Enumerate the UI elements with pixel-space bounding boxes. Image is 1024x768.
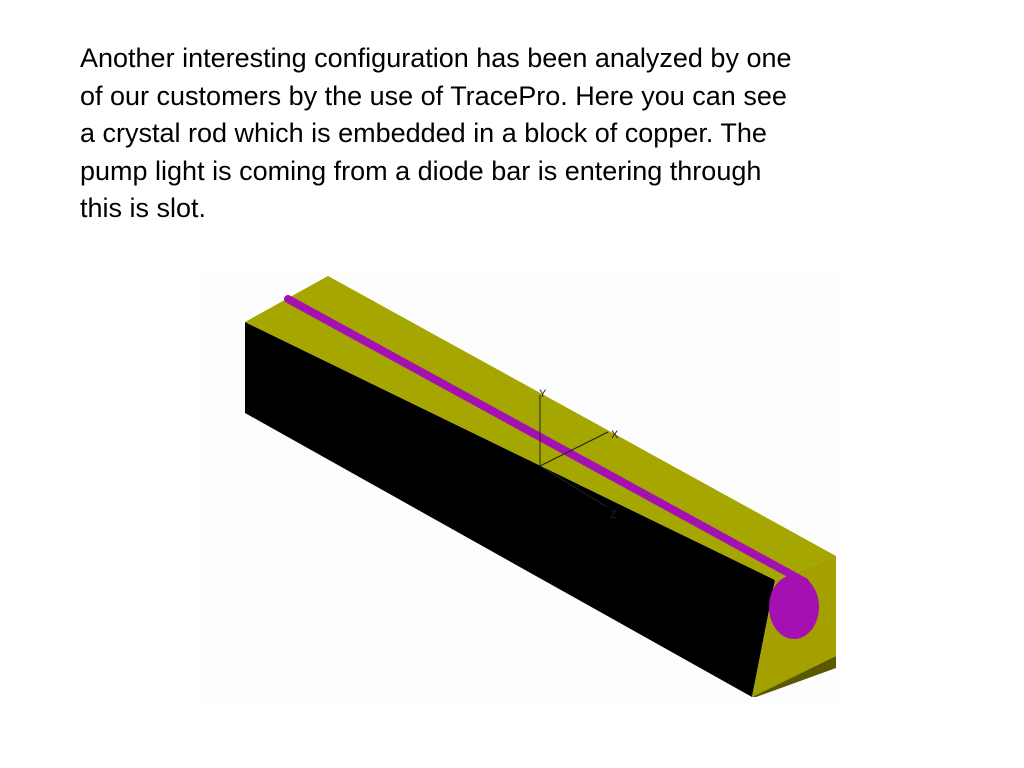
- block-top-face: [245, 276, 836, 580]
- text-line: this is slot.: [80, 193, 207, 223]
- text-line: a crystal rod which is embedded in a blo…: [80, 118, 767, 148]
- block-end-face-shade: [752, 656, 836, 697]
- x-axis: [539, 431, 609, 467]
- x-axis-label: X: [611, 429, 619, 441]
- slide-body-text: Another interesting configuration has be…: [80, 40, 940, 228]
- z-axis-label: Z: [610, 509, 617, 521]
- block-end-face: [752, 556, 836, 697]
- crystal-rod: [284, 295, 809, 586]
- coordinate-axes: [539, 395, 609, 508]
- crystal-rod-end: [769, 575, 819, 639]
- text-line: Another interesting configuration has be…: [80, 43, 792, 73]
- y-axis-label: Y: [539, 388, 547, 400]
- block-front-face: [245, 322, 775, 697]
- text-line: pump light is coming from a diode bar is…: [80, 155, 762, 186]
- text-line: of our customers by the use of TracePro.…: [80, 80, 787, 111]
- figure-backdrop: [200, 272, 840, 702]
- z-axis: [539, 465, 608, 508]
